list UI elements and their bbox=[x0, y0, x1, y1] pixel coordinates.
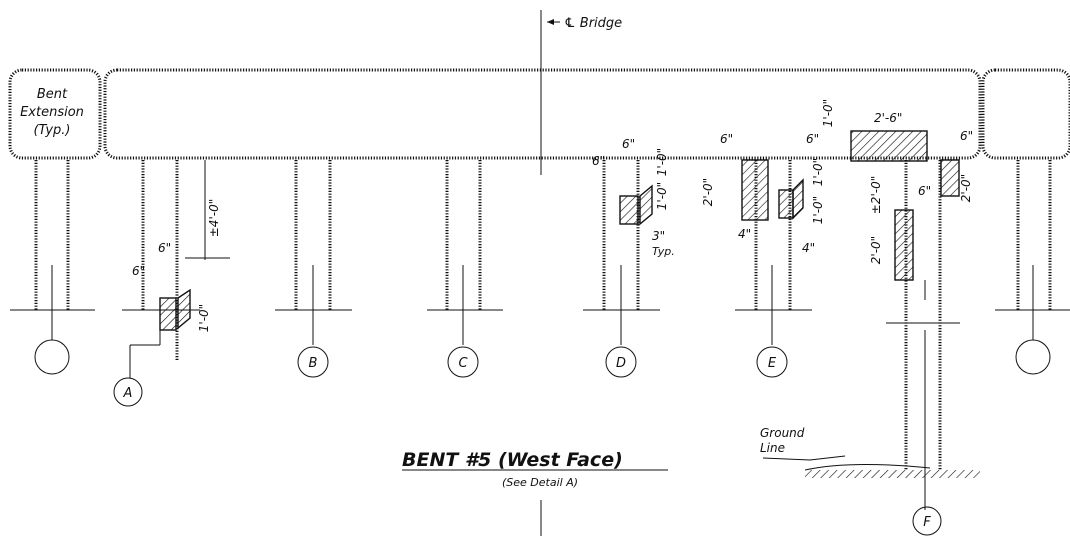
centerline-bridge: ℄ Bridge bbox=[540, 10, 622, 536]
svg-text:Bent: Bent bbox=[37, 87, 68, 102]
svg-text:1'-0": 1'-0" bbox=[821, 99, 835, 127]
svg-text:2'-6": 2'-6" bbox=[874, 111, 902, 125]
svg-text:(Typ.): (Typ.) bbox=[33, 123, 70, 138]
svg-text:Line: Line bbox=[760, 441, 785, 455]
drawing-subtitle: (See Detail A) bbox=[502, 476, 578, 489]
column-label-b: B bbox=[309, 356, 318, 371]
svg-text:6": 6" bbox=[960, 129, 973, 143]
svg-text:6": 6" bbox=[806, 132, 819, 146]
svg-text:1'-0": 1'-0" bbox=[811, 158, 825, 186]
svg-text:±2'-0": ±2'-0" bbox=[869, 176, 883, 214]
svg-text:3": 3" bbox=[652, 229, 665, 243]
svg-text:6": 6" bbox=[158, 241, 171, 255]
svg-text:1'-0": 1'-0" bbox=[811, 196, 825, 224]
column-label-a: A bbox=[123, 386, 133, 401]
svg-text:4": 4" bbox=[802, 241, 815, 255]
column-f: F 2'-6" 1'-0" ±2'-0" 2'-0" 6" 2'-0" 6" bbox=[821, 99, 973, 536]
svg-text:Extension: Extension bbox=[20, 105, 84, 120]
svg-text:Typ.: Typ. bbox=[652, 245, 675, 258]
column-e: E 6" 6" 4" 4" 2'-0" 1'-0" 1'-0" bbox=[701, 132, 825, 378]
drawing-title: BENT #5 (West Face) bbox=[402, 449, 623, 471]
svg-text:Ground: Ground bbox=[760, 426, 805, 440]
column-d: D 6" 6" 1'-0" 1'-0" 3" Typ. bbox=[583, 137, 675, 378]
column-a: A 6" 6" ±4'-0" 1'-0" bbox=[113, 160, 230, 407]
centerline-label: ℄ Bridge bbox=[564, 16, 622, 31]
bent-cap bbox=[103, 68, 982, 160]
column-label-e: E bbox=[768, 356, 777, 371]
svg-text:1'-0": 1'-0" bbox=[197, 304, 211, 332]
svg-text:6": 6" bbox=[592, 154, 605, 168]
svg-text:4": 4" bbox=[738, 227, 751, 241]
bent-extension-label: Bent Extension (Typ.) bbox=[20, 87, 84, 138]
svg-text:6": 6" bbox=[132, 264, 145, 278]
column-outer-left bbox=[10, 160, 95, 375]
column-c: C bbox=[427, 160, 503, 378]
svg-text:6": 6" bbox=[720, 132, 733, 146]
bent-extension-right bbox=[981, 68, 1070, 160]
column-outer-right bbox=[995, 160, 1070, 375]
column-label-f: F bbox=[923, 515, 931, 530]
column-b: B bbox=[275, 160, 352, 378]
svg-text:2'-0": 2'-0" bbox=[869, 236, 883, 264]
ground-line: Ground Line bbox=[760, 426, 980, 478]
svg-text:6": 6" bbox=[622, 137, 635, 151]
svg-text:6": 6" bbox=[918, 184, 931, 198]
svg-text:±4'-0": ±4'-0" bbox=[207, 199, 221, 237]
svg-text:1'-0": 1'-0" bbox=[655, 148, 669, 176]
column-label-c: C bbox=[458, 356, 468, 371]
svg-text:2'-0": 2'-0" bbox=[701, 178, 715, 206]
column-label-d: D bbox=[616, 356, 626, 371]
svg-text:1'-0": 1'-0" bbox=[655, 182, 669, 210]
svg-text:2'-0": 2'-0" bbox=[959, 174, 973, 202]
